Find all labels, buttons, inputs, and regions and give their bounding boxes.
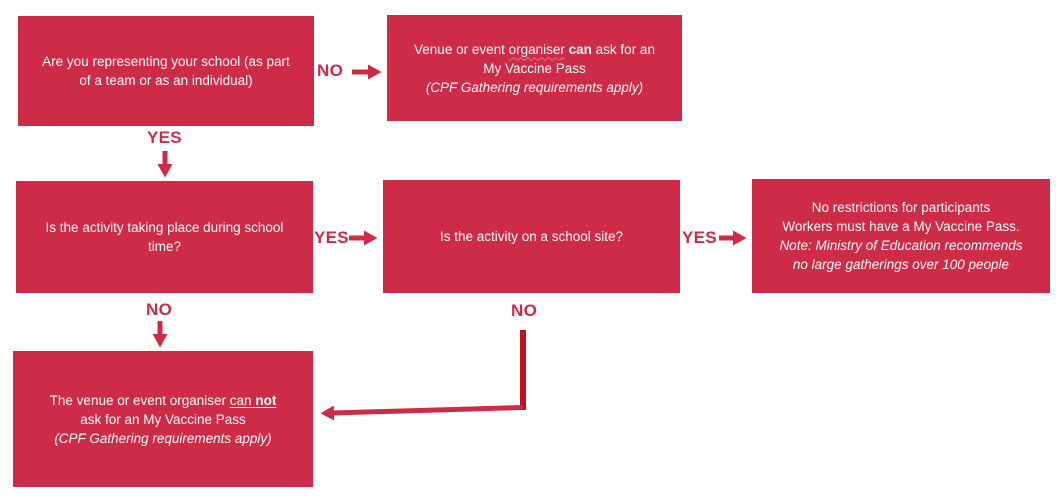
label-yes-top: YES — [147, 128, 182, 147]
label-yes-mid-right: YES — [682, 228, 717, 247]
node-school-site-question: Is the activity on a school site? — [383, 180, 680, 293]
label-no-top: NO — [317, 61, 344, 80]
label-no-mid-left: NO — [146, 300, 173, 319]
node-representing-school: Are you representing your school (as par… — [18, 16, 314, 126]
node-text: Is the activity taking place during scho… — [45, 220, 284, 254]
elbow-no-horizontal-arrow — [320, 405, 524, 421]
label-no-mid-center: NO — [511, 301, 538, 320]
label-yes-mid-left: YES — [314, 228, 349, 247]
node-text: Is the activity on a school site? — [439, 229, 624, 244]
node-school-time-question: Is the activity taking place during scho… — [16, 181, 313, 293]
node-text: Are you representing your school (as par… — [42, 54, 290, 88]
